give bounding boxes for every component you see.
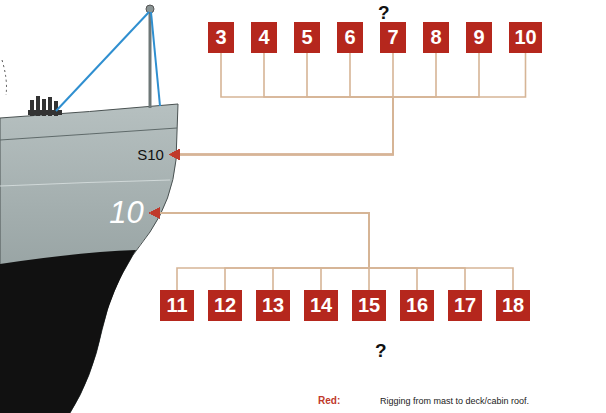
deck-railing xyxy=(28,96,62,116)
connector xyxy=(150,213,513,290)
callout-box: 9 xyxy=(466,22,492,53)
connector xyxy=(170,53,436,155)
connector xyxy=(170,53,526,155)
node-text: 9 xyxy=(473,26,484,49)
callout-box: 5 xyxy=(294,22,320,53)
node-text: 11 xyxy=(166,294,187,317)
connector xyxy=(170,53,393,155)
callout-box: 11 xyxy=(160,290,194,321)
node-text: 17 xyxy=(454,294,476,317)
node-text: 16 xyxy=(406,294,428,317)
callout-box: 17 xyxy=(448,290,482,321)
connector xyxy=(150,213,369,290)
rigging xyxy=(151,12,160,106)
node-text: S10 xyxy=(137,146,164,163)
node-text: 15 xyxy=(358,294,380,317)
node-text: 4 xyxy=(258,26,269,49)
hull-stripe xyxy=(0,128,177,140)
hull-marking: S10 xyxy=(132,145,169,164)
hull-number: 10 xyxy=(104,194,149,232)
connector xyxy=(150,213,417,290)
node-text: 3 xyxy=(215,26,226,49)
node-text: 18 xyxy=(502,294,524,317)
connector xyxy=(170,53,393,155)
connector xyxy=(170,53,393,155)
mast xyxy=(149,12,152,108)
callout-box: 16 xyxy=(400,290,434,321)
connector xyxy=(150,213,369,290)
callout-box: 6 xyxy=(337,22,363,53)
connector xyxy=(170,53,393,155)
connector xyxy=(150,213,369,290)
callout-box: 8 xyxy=(423,22,449,53)
callout-box: 12 xyxy=(208,290,242,321)
callout-box: 10 xyxy=(509,22,542,53)
node-text: 13 xyxy=(262,294,284,317)
question-mark: ? xyxy=(375,340,387,362)
node-text: 10 xyxy=(514,26,536,49)
hull-stripe xyxy=(0,180,170,186)
node-text: 5 xyxy=(301,26,312,49)
node-text: 12 xyxy=(214,294,236,317)
callout-box: 7 xyxy=(380,22,406,53)
node-text: 10 xyxy=(109,195,143,231)
hull xyxy=(0,104,178,413)
connector xyxy=(150,213,465,290)
connector xyxy=(150,213,369,290)
callout-box: 4 xyxy=(251,22,277,53)
callout-box: 13 xyxy=(256,290,290,321)
node-text: 14 xyxy=(310,294,332,317)
hull-bottom xyxy=(0,250,136,413)
connector xyxy=(170,53,479,155)
connector xyxy=(170,53,393,155)
callout-box: 14 xyxy=(304,290,338,321)
legend-key: Red: xyxy=(318,395,340,406)
legend-note: Rigging from mast to deck/cabin roof. xyxy=(380,396,529,406)
mast-top xyxy=(146,5,154,13)
rigging xyxy=(56,12,149,111)
question-mark: ? xyxy=(378,2,390,24)
node-text: 6 xyxy=(344,26,355,49)
node-text: 8 xyxy=(430,26,441,49)
node-text: 7 xyxy=(387,26,398,49)
callout-box: 18 xyxy=(496,290,530,321)
callout-box: 3 xyxy=(208,22,234,53)
hull-guide-curve xyxy=(2,60,7,95)
callout-box: 15 xyxy=(352,290,386,321)
connector xyxy=(150,213,369,290)
